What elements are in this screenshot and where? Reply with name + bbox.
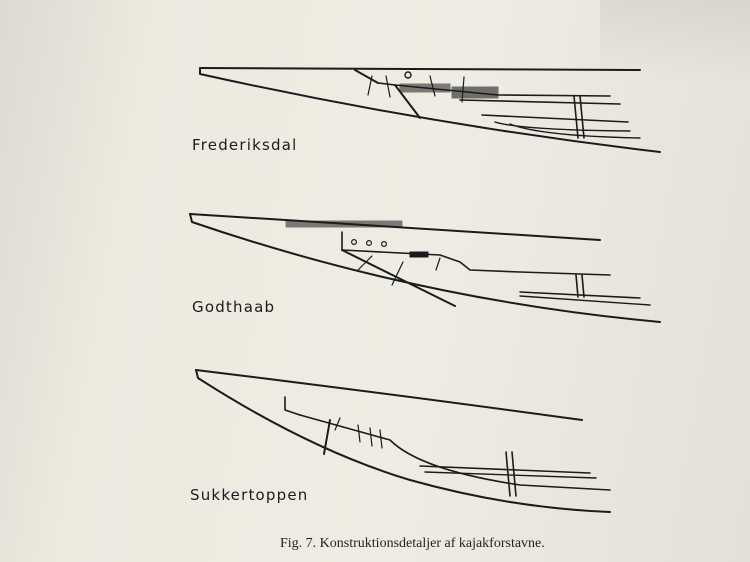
drawing-sukkertoppen: [195, 369, 611, 513]
figure-caption: Fig. 7. Konstruktionsdetaljer af kajakfo…: [280, 536, 545, 551]
label-frederiksdal: Frederiksdal: [192, 136, 298, 154]
page-shadow: [600, 0, 750, 80]
drawing-godthaab: [189, 213, 661, 323]
drawing-frederiksdal: [199, 67, 661, 153]
label-sukkertoppen: Sukkertoppen: [190, 486, 309, 504]
label-godthaab: Godthaab: [192, 298, 276, 316]
